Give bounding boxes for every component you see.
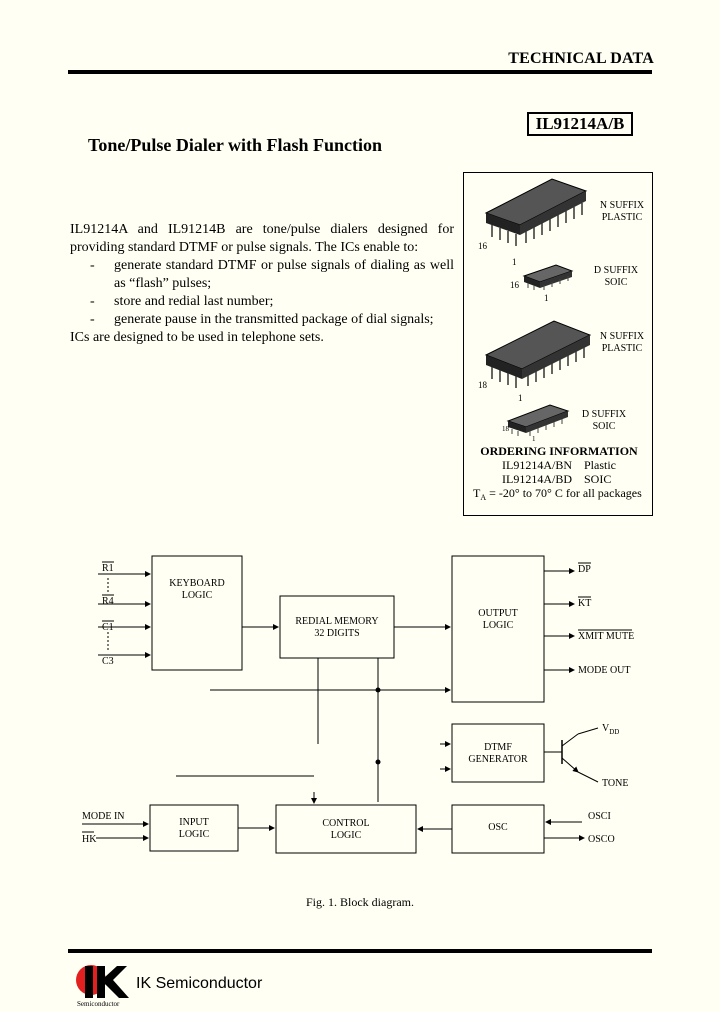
control-label-2: LOGIC — [331, 830, 362, 841]
company-logo: Semiconductor — [76, 965, 129, 1008]
intro-lead: IL91214A and IL91214B are tone/pulse dia… — [70, 222, 454, 255]
control-logic-block — [275, 804, 417, 854]
p2-type: SOIC — [605, 277, 628, 288]
dtmf-label-2: GENERATOR — [468, 754, 528, 765]
output-dp-label: DP — [578, 564, 591, 575]
bullet-item: - generate pause in the transmitted pack… — [70, 311, 454, 329]
redial-label-1: REDIAL MEMORY — [295, 616, 378, 627]
osco-label: OSCO — [588, 834, 615, 845]
p1-pin-first: 16 — [478, 241, 488, 251]
ordering-title: ORDERING INFORMATION — [480, 444, 638, 458]
p1-type: PLASTIC — [602, 212, 643, 223]
ordering-pkg-1: SOIC — [584, 472, 611, 486]
bullet-item: - generate standard DTMF or pulse signal… — [70, 257, 454, 293]
ordering-part-1: IL91214A/BD — [502, 472, 572, 486]
bullet-dash: - — [90, 312, 95, 327]
output-mode-out-label: MODE OUT — [578, 665, 631, 676]
input-c3-label: C3 — [102, 656, 114, 667]
p2-suffix: D SUFFIX — [594, 265, 639, 276]
input-logic-block — [149, 804, 239, 852]
header-title: TECHNICAL DATA — [508, 50, 654, 67]
p3-pin-first: 18 — [478, 380, 488, 390]
ordering-part-0: IL91214A/BN — [502, 458, 572, 472]
output-label-1: OUTPUT — [478, 608, 517, 619]
package-illustrations: 16 1 N SUFFIX PLASTIC 16 1 D SUFFIX SOIC — [473, 178, 645, 502]
output-xmit-label: XMIT MUTE — [578, 631, 634, 642]
bullet-text: generate standard DTMF or pulse signals … — [114, 258, 454, 291]
dip16-package-image — [484, 178, 588, 246]
p1-suffix: N SUFFIX — [600, 200, 645, 211]
p1-pin-last: 1 — [512, 257, 517, 267]
logo-subtext: Semiconductor — [77, 1000, 120, 1008]
p4-pin-first: 18 — [502, 425, 510, 433]
p3-type: PLASTIC — [602, 343, 643, 354]
soic18-package-image — [506, 404, 570, 436]
document-title: Tone/Pulse Dialer with Flash Function — [88, 135, 383, 155]
vdd-label: VDD — [602, 723, 619, 736]
redial-label-2: 32 DIGITS — [314, 628, 359, 639]
redial-memory-block — [279, 595, 395, 659]
p3-suffix: N SUFFIX — [600, 331, 645, 342]
dtmf-generator-block — [451, 723, 545, 783]
package-box: 16 1 N SUFFIX PLASTIC 16 1 D SUFFIX SOIC — [463, 172, 653, 516]
p4-pin-last: 1 — [532, 435, 536, 443]
intro-text: IL91214A and IL91214B are tone/pulse dia… — [70, 221, 454, 347]
p4-type: SOIC — [593, 421, 616, 432]
bullet-dash: - — [90, 294, 95, 309]
keyboard-label-1: KEYBOARD — [169, 578, 225, 589]
output-logic-block — [451, 555, 545, 703]
ordering-pkg-0: Plastic — [584, 458, 616, 472]
bullet-dash: - — [90, 258, 95, 273]
hk-label: HK — [82, 834, 97, 845]
soic16-package-image — [522, 264, 574, 290]
intro-closing: ICs are designed to be used in telephone… — [70, 330, 324, 345]
output-kt-label: KT — [578, 598, 591, 609]
tone-output-label: TONE — [602, 778, 628, 789]
temperature-range: TA = -20° to 70° C for all packages — [473, 486, 642, 502]
bullet-item: - store and redial last number; — [70, 293, 454, 311]
osc-label: OSC — [488, 822, 508, 833]
figure-caption: Fig. 1. Block diagram. — [306, 895, 414, 909]
control-label-1: CONTROL — [322, 818, 369, 829]
mode-in-label: MODE IN — [82, 811, 125, 822]
bullet-text: generate pause in the transmitted packag… — [114, 312, 434, 327]
osci-label: OSCI — [588, 811, 611, 822]
input-label-1: INPUT — [179, 817, 208, 828]
header-rule — [68, 70, 652, 74]
input-r4-label: R4 — [102, 596, 114, 607]
block-diagram: R1 R4 C1 C3 KEYBOARD LOGIC REDIAL MEMORY… — [82, 555, 634, 854]
p2-pin-first: 16 — [510, 280, 520, 290]
p3-pin-last: 1 — [518, 393, 523, 403]
dip18-package-image — [484, 320, 592, 388]
footer-rule — [68, 949, 652, 953]
output-label-2: LOGIC — [483, 620, 514, 631]
bullet-text: store and redial last number; — [114, 294, 274, 309]
dtmf-label-1: DTMF — [484, 742, 512, 753]
part-number-box: IL91214A/B — [527, 112, 633, 136]
p4-suffix: D SUFFIX — [582, 409, 627, 420]
keyboard-label-2: LOGIC — [182, 590, 213, 601]
input-label-2: LOGIC — [179, 829, 210, 840]
p2-pin-last: 1 — [544, 293, 549, 303]
keyboard-logic-block — [151, 555, 243, 671]
company-name: IK Semiconductor — [136, 975, 263, 992]
input-r1-label: R1 — [102, 563, 114, 574]
